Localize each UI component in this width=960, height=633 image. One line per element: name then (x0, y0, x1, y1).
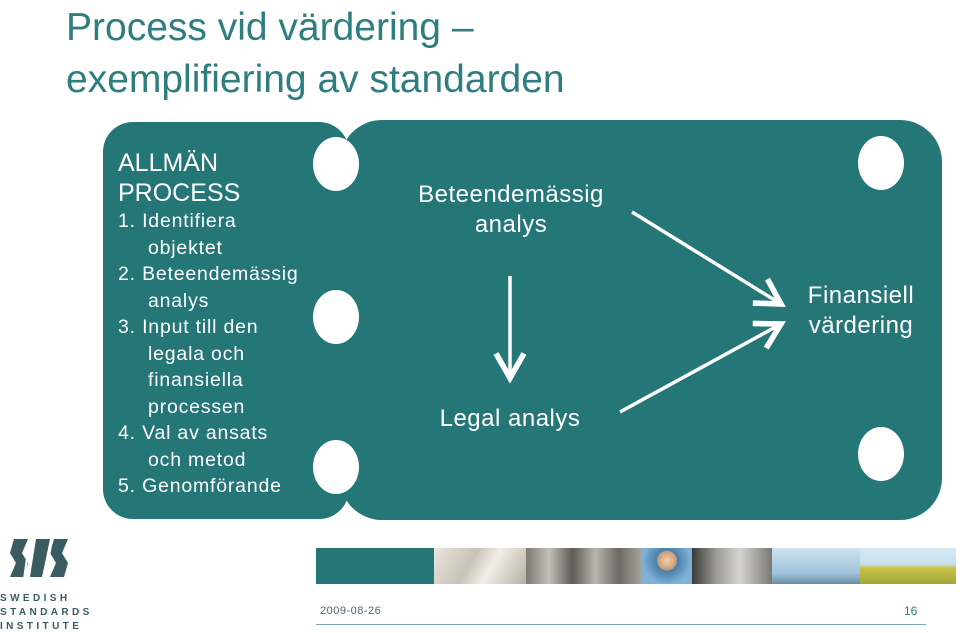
process-step-3: 3. Input till den legala och finansiella… (118, 316, 259, 418)
arrow-behavioral-to-financial (631, 210, 786, 307)
sis-logo-mark-icon (10, 536, 68, 580)
process-step-2: 2. Beteendemässig analys (118, 263, 299, 312)
hole-bottom-right (858, 427, 904, 481)
process-step-5: 5. Genomförande (118, 475, 282, 497)
footer-photo-strip (316, 548, 956, 584)
flow-financial-valuation: Finansiell värdering (807, 282, 915, 339)
process-step-4: 4. Val av ansats och metod (118, 422, 269, 471)
arrow-legal-to-financial (619, 320, 786, 414)
strip-photo-documents (434, 548, 526, 584)
strip-color-block (316, 548, 434, 584)
strip-photo-building (526, 548, 642, 584)
general-process-panel (103, 122, 349, 519)
slide-title-line-1: Process vid värdering – (66, 6, 474, 49)
page-number: 16 (904, 604, 918, 618)
hole-top-right (858, 136, 904, 190)
strip-photo-sky (772, 548, 860, 584)
flow-behavioral-analysis: Beteendemässig analys (418, 181, 604, 238)
strip-photo-person (642, 548, 692, 584)
hole-bottom-left (313, 440, 359, 494)
footer-divider (316, 624, 926, 625)
hole-mid-left (313, 290, 359, 344)
process-step-1: 1. Identifiera objektet (118, 210, 237, 259)
sis-logo-word-3: INSTITUTE (0, 621, 83, 632)
slide-title: Process vid värdering – exemplifiering a… (66, 2, 926, 106)
sis-logo-word-2: STANDARDS (0, 607, 93, 618)
general-process-list: ALLMÄN PROCESS 1. Identifiera objektet 2… (118, 148, 348, 500)
strip-photo-columns (692, 548, 772, 584)
sis-logo-word-1: SWEDISH (0, 593, 71, 604)
slide-title-line-2: exemplifiering av standarden (66, 58, 565, 101)
flow-panel (340, 120, 942, 520)
footer-date: 2009-08-26 (320, 605, 382, 617)
flow-legal-analysis: Legal analys (439, 405, 581, 432)
sis-logo: SWEDISH STANDARDS INSTITUTE (0, 533, 92, 633)
strip-photo-field-tree (860, 548, 956, 584)
general-process-heading: ALLMÄN PROCESS (118, 149, 241, 207)
hole-top-left (313, 137, 359, 191)
